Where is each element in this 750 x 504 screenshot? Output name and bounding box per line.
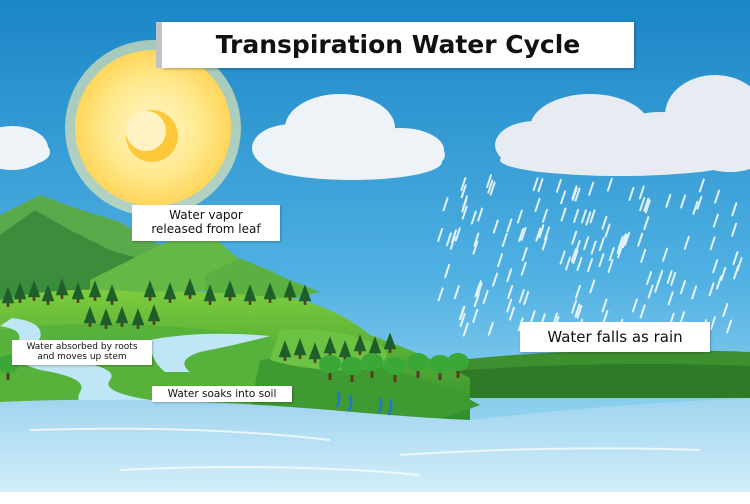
water-seep xyxy=(335,390,393,416)
cloud-middle xyxy=(252,94,445,180)
sun xyxy=(65,40,241,216)
far-hill-right xyxy=(420,350,750,398)
label-water-soaks-into-soil: Water soaks into soil xyxy=(152,386,292,403)
trees xyxy=(0,278,469,382)
lake xyxy=(0,398,750,500)
label-water-absorbed-by-roots: Water absorbed by roots and moves up ste… xyxy=(12,340,152,365)
label-water-vapor-line-1: Water vapor xyxy=(169,208,243,222)
cloud-left xyxy=(0,126,50,170)
label-water-falls-as-rain: Water falls as rain xyxy=(520,322,710,352)
label-roots-line-1: Water absorbed by roots xyxy=(26,342,138,352)
label-roots-line-2: and moves up stem xyxy=(37,352,127,363)
label-water-vapor-line-2: released from leaf xyxy=(151,221,261,236)
diagram-title: Transpiration Water Cycle xyxy=(162,22,634,68)
bottom-border xyxy=(0,492,750,500)
cloud-right xyxy=(495,75,750,176)
label-water-vapor: Water vapor released from leaf xyxy=(132,205,280,241)
